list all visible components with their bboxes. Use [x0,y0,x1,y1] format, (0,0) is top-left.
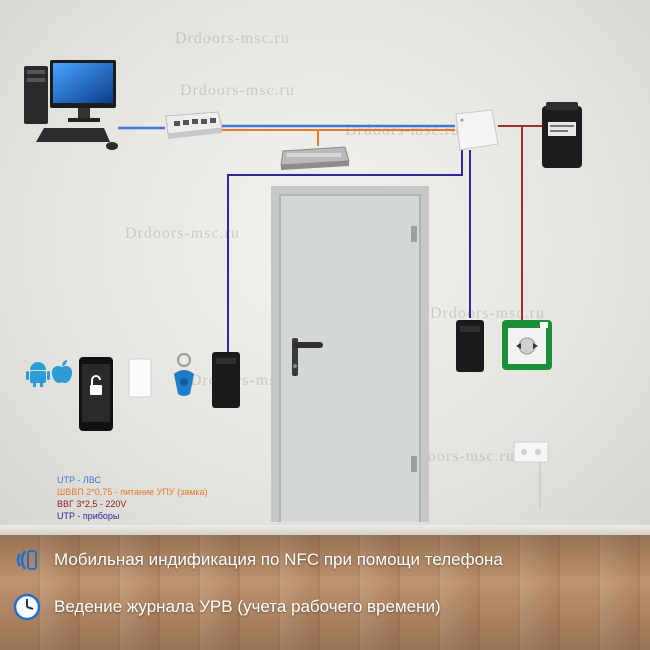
computer-icon [24,60,118,150]
legend-lan: UTP - ЛВС [57,475,101,485]
wall-outlet-icon [513,441,549,463]
access-card-icon [128,358,152,398]
feature-time-tracking: Ведение журнала УРВ (учета рабочего врем… [12,592,441,622]
metal-door [271,186,429,522]
watermark: Drdoors-msc.ru [175,30,290,47]
legend-lock-power: ШВВП 2*0,75 - питание УПУ (замка) [57,487,208,497]
feature-nfc-text: Мобильная индификация по NFC при помощи … [54,550,503,569]
clock-icon [13,593,41,621]
legend-devices: UTP - приборы [57,511,120,521]
access-controller-icon [455,109,499,151]
apple-icon [51,360,73,384]
electromagnetic-lock-icon [280,146,350,170]
baseboard [0,525,650,537]
wooden-floor [0,535,650,650]
nfc-icon [16,550,37,570]
watermark: Drdoors-msc.ru [125,225,240,242]
network-switch-icon [165,111,223,139]
wiring-diagram [118,124,545,508]
key-fob-icon [174,353,194,396]
android-icon [26,362,50,387]
floor-shading [0,535,650,650]
unlock-icon [90,385,102,395]
feature-time-tracking-text: Ведение журнала УРВ (учета рабочего врем… [54,597,441,616]
legend-mains: ВВГ 3*2,5 - 220V [57,499,127,509]
smartphone-icon [79,357,113,431]
watermark: Drdoors-msc.ru [180,82,295,99]
watermark: Drdoors-msc.ru [430,305,545,322]
door-handle [293,342,323,348]
card-reader-icon [212,352,240,408]
emergency-exit-button-icon [502,320,552,370]
power-supply-icon [542,102,582,168]
feature-nfc: Мобильная индификация по NFC при помощи … [12,545,503,575]
device-cable [227,150,463,352]
exit-reader-icon [456,320,484,372]
